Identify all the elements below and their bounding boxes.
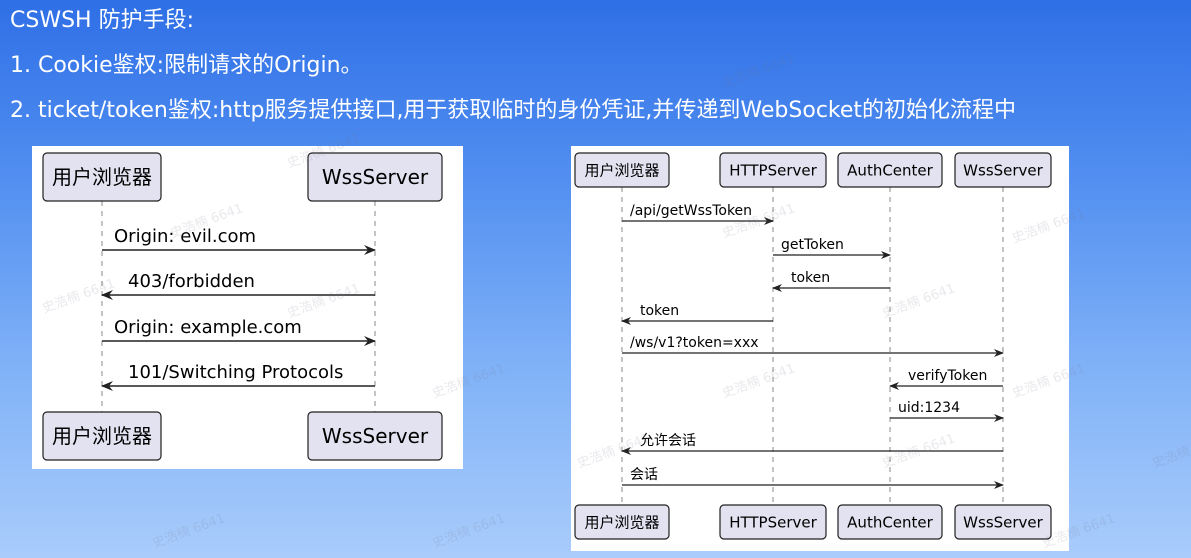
watermark-text: 史浩楠 6641 <box>430 511 508 552</box>
message-label-2: Origin: example.com <box>114 317 302 338</box>
participant-box-bottom-1 <box>719 504 827 540</box>
participant-label-bottom-0: 用户浏览器 <box>584 513 659 531</box>
participant-box-bottom-0 <box>42 411 162 461</box>
message-label-1: 403/forbidden <box>128 271 255 292</box>
message-label-2: token <box>791 270 830 286</box>
participant-label-bottom-3: WssServer <box>963 513 1043 531</box>
participant-box-bottom-1 <box>307 411 443 461</box>
message-label-5: verifyToken <box>908 368 987 384</box>
participant-label-bottom-1: HTTPServer <box>729 513 817 531</box>
participant-label-top-0: 用户浏览器 <box>584 161 659 179</box>
message-label-0: Origin: evil.com <box>114 226 256 247</box>
header-title: CSWSH 防护手段: <box>10 8 194 33</box>
watermark-text: 史浩楠 6641 <box>1150 431 1191 472</box>
participant-box-top-0 <box>574 152 670 188</box>
message-label-1: getToken <box>781 237 844 253</box>
cookie-auth-line: 1. Cookie鉴权:限制请求的Origin。 <box>10 53 363 78</box>
token-auth-line: 2. ticket/token鉴权:http服务提供接口,用于获取临时的身份凭证… <box>10 98 1017 123</box>
participant-label-top-2: AuthCenter <box>847 161 933 179</box>
watermark-text: 史浩楠 6641 <box>720 51 798 92</box>
participant-label-top-3: WssServer <box>963 161 1043 179</box>
participant-label-top-0: 用户浏览器 <box>52 165 152 189</box>
message-label-4: /ws/v1?token=xxx <box>630 335 759 351</box>
message-label-3: token <box>640 303 679 319</box>
participant-label-bottom-2: AuthCenter <box>847 513 933 531</box>
participant-label-bottom-1: WssServer <box>322 424 429 448</box>
message-label-7: 允许会话 <box>640 433 696 449</box>
message-label-8: 会话 <box>630 467 658 483</box>
token-auth-svg: 用户浏览器用户浏览器HTTPServerHTTPServerAuthCenter… <box>574 152 1052 540</box>
message-label-3: 101/Switching Protocols <box>128 362 343 383</box>
message-label-0: /api/getWssToken <box>630 203 752 219</box>
participant-box-top-0 <box>42 152 162 202</box>
participant-box-top-2 <box>837 152 943 188</box>
participant-box-bottom-0 <box>574 504 670 540</box>
participant-box-bottom-3 <box>954 504 1052 540</box>
participant-label-top-1: HTTPServer <box>729 161 817 179</box>
message-label-6: uid:1234 <box>898 400 960 416</box>
participant-box-top-1 <box>307 152 443 202</box>
participant-box-bottom-2 <box>837 504 943 540</box>
watermark-text: 史浩楠 6641 <box>150 511 228 552</box>
participant-label-top-1: WssServer <box>322 165 429 189</box>
participant-box-top-1 <box>719 152 827 188</box>
participant-label-bottom-0: 用户浏览器 <box>52 424 152 448</box>
participant-box-top-3 <box>954 152 1052 188</box>
